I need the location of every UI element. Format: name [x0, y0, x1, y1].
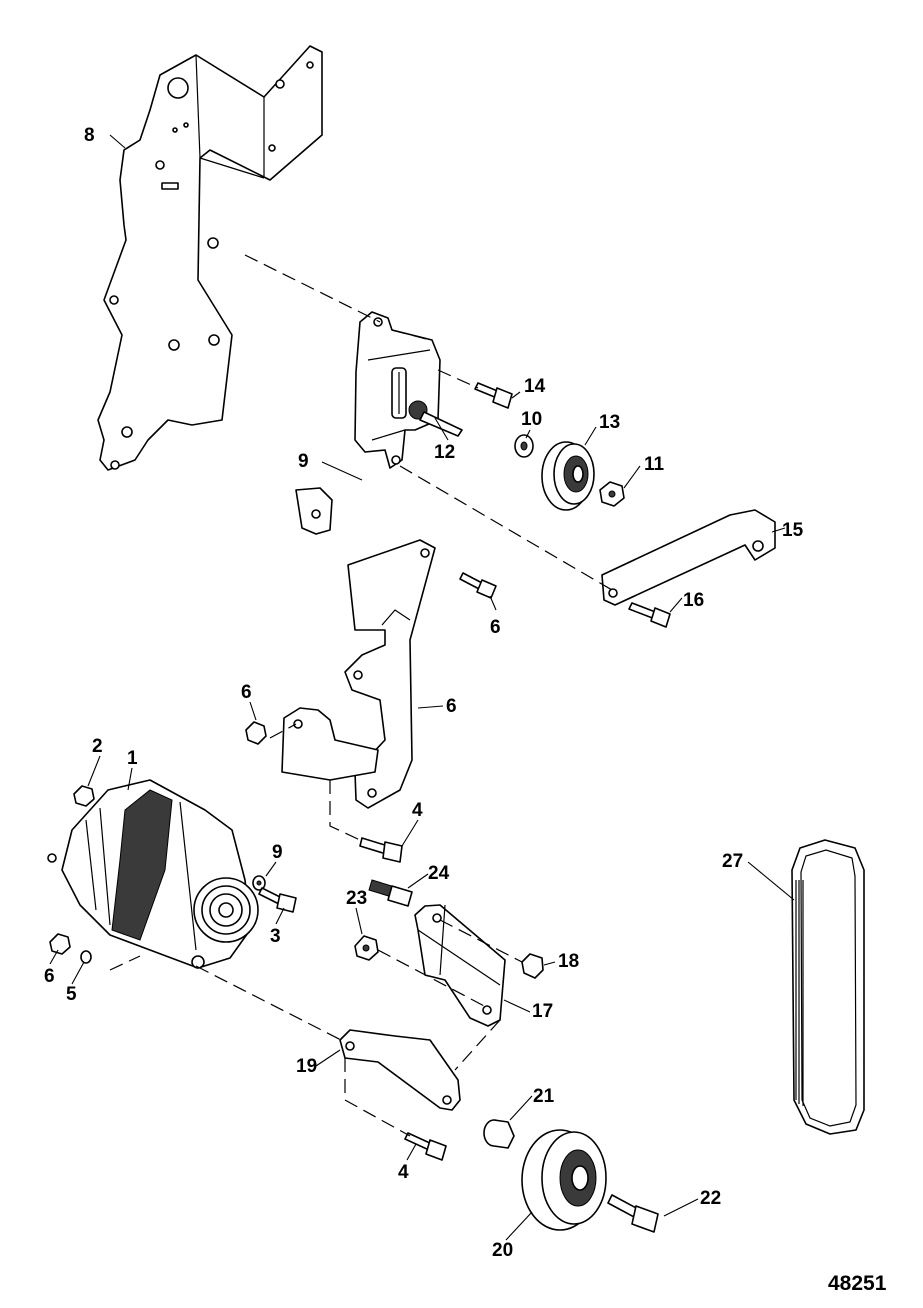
callout-2: 2	[92, 736, 103, 757]
callout-17: 15	[782, 520, 804, 541]
stud-part-26	[368, 879, 413, 907]
callout-labels: 8 9 12 14 10 13 11 15 16 6 6 6 6 6 6 6 6…	[44, 125, 887, 1295]
bolt-part-16	[474, 382, 513, 409]
callout-4-lower: 4	[398, 1162, 409, 1183]
callout-15: 13	[599, 412, 620, 433]
callout-nine: 9	[272, 842, 283, 863]
callout-13: 11	[644, 454, 665, 475]
drive-belt-part-27	[791, 839, 865, 1135]
bolt-part-8	[459, 572, 497, 599]
assembly-lines	[109, 254, 613, 1137]
callout-14: 12	[434, 442, 455, 463]
plate-part-21	[339, 1029, 461, 1111]
callout-21: 19	[296, 1056, 317, 1077]
callout-6-up: 6	[241, 682, 252, 703]
callout-7: 6	[446, 696, 457, 717]
callout-23: 21	[533, 1086, 555, 1107]
callout-8: 6	[490, 617, 501, 638]
callout-19: 17	[532, 1001, 553, 1022]
washer-part-5	[80, 950, 92, 964]
tensioner-arm-part-17	[601, 509, 776, 606]
alternator-part-1	[47, 779, 259, 969]
nut-part-13	[599, 481, 625, 507]
callout-11: 9	[298, 451, 309, 472]
callout-16: 14	[524, 376, 546, 397]
idler-pulley-part-15	[541, 441, 595, 511]
callout-22: 20	[492, 1240, 513, 1261]
callout-27: 27	[722, 851, 743, 872]
washer-part-9	[252, 875, 266, 891]
nut-part-6-upper	[245, 721, 267, 745]
bolt-part-24	[607, 1194, 659, 1233]
idler-pulley-part-22	[521, 1129, 607, 1231]
nut-part-25	[354, 935, 379, 961]
bolt-part-3	[258, 887, 297, 913]
mounting-bracket-part-10	[97, 45, 323, 471]
tensioner-bracket-part-11	[295, 311, 441, 535]
document-number: 48251	[828, 1272, 887, 1295]
callout-12: 10	[521, 409, 542, 430]
nut-part-2	[73, 785, 95, 807]
callout-4-upper: 4	[412, 800, 423, 821]
callout-25: 23	[346, 888, 367, 909]
callout-5: 5	[66, 984, 77, 1005]
bracket-part-19	[414, 904, 506, 1027]
callout-1: 1	[127, 748, 138, 769]
callout-6-lower: 6	[44, 966, 55, 987]
leader-lines	[49, 134, 795, 1241]
callout-24: 22	[700, 1188, 721, 1209]
callout-18: 16	[683, 590, 704, 611]
callout-3: 3	[270, 926, 281, 947]
nut-part-6-lower	[49, 933, 71, 955]
bolt-part-18	[628, 602, 671, 628]
spacer-part-12	[514, 434, 534, 458]
bolt-part-4-upper	[359, 837, 403, 863]
spacer-part-23	[483, 1119, 515, 1149]
nut-part-20	[521, 953, 544, 979]
adjuster-screw-part-14	[408, 400, 463, 437]
bolt-part-4-lower	[404, 1132, 447, 1161]
callout-20: 18	[558, 951, 579, 972]
callout-10: 8	[84, 125, 95, 146]
alternator-bracket-part-7	[281, 539, 436, 809]
callout-26: 24	[428, 863, 450, 884]
